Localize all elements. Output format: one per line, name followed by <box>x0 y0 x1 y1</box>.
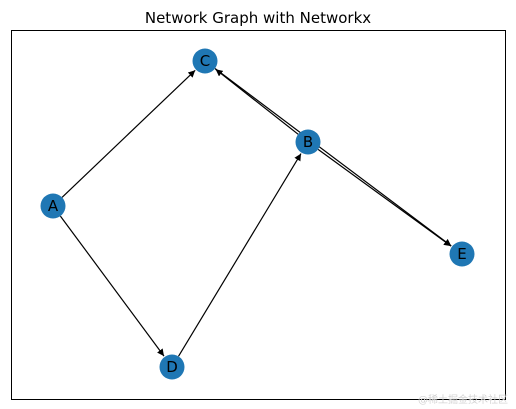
node-circle-b <box>295 129 321 155</box>
plot-frame <box>11 30 506 400</box>
node-label-e: E <box>457 245 466 263</box>
edge-a-c <box>61 69 196 198</box>
chart-title: Network Graph with Networkx <box>145 9 371 27</box>
edge-b-c <box>215 68 299 135</box>
node-label-d: D <box>166 358 178 376</box>
edge-a-d <box>59 215 165 357</box>
nodes-layer: A B C D E <box>40 48 475 380</box>
watermark-text: @稀土掘金技术社区 <box>418 395 508 406</box>
node-circle-a <box>40 193 66 219</box>
edge-b-e <box>317 148 452 247</box>
node-label-a: A <box>48 197 59 215</box>
node-d: D <box>159 354 185 380</box>
edges-layer <box>59 68 452 357</box>
edge-c-e <box>214 68 452 247</box>
node-label-b: B <box>303 133 313 151</box>
node-circle-e <box>449 241 475 267</box>
node-c: C <box>192 48 218 74</box>
edge-d-b <box>177 153 302 357</box>
node-b: B <box>295 129 321 155</box>
node-label-c: C <box>200 52 210 70</box>
node-circle-d <box>159 354 185 380</box>
node-e: E <box>449 241 475 267</box>
node-circle-c <box>192 48 218 74</box>
node-a: A <box>40 193 66 219</box>
